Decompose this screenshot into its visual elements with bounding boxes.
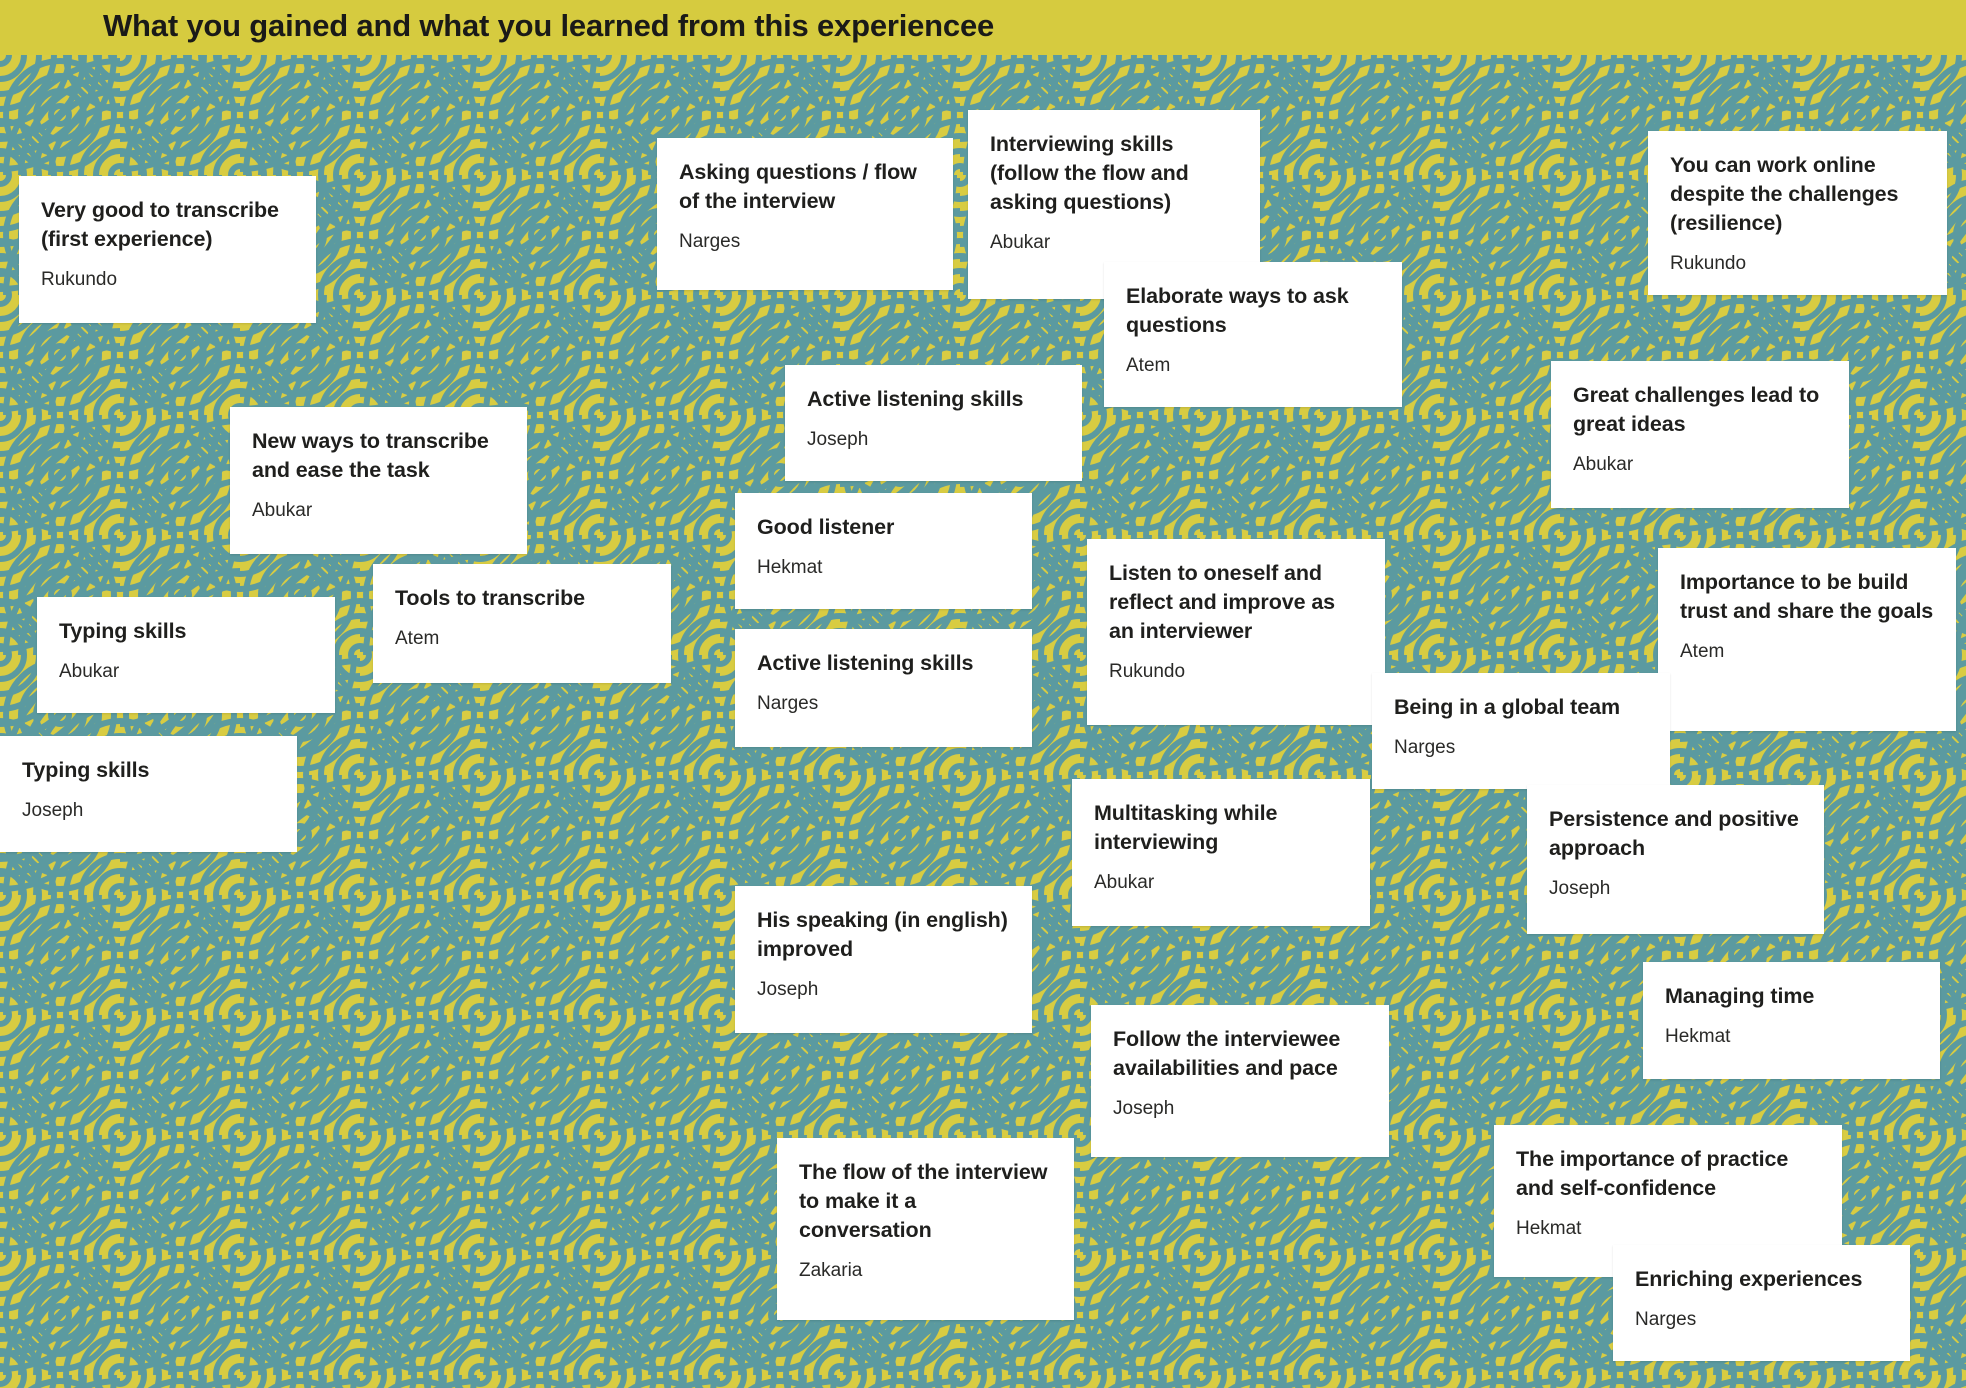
card-title: Listen to oneself and reflect and improv… — [1109, 561, 1336, 643]
card-author: Hekmat — [1665, 1026, 1731, 1047]
card-author: Abukar — [252, 500, 313, 521]
card-author: Atem — [1126, 355, 1171, 376]
card-author: Narges — [679, 231, 741, 252]
card-title: Managing time — [1665, 984, 1815, 1008]
card-author: Hekmat — [757, 557, 823, 578]
card-title: Asking questions / flow of the interview — [679, 160, 917, 213]
card-title: Very good to transcribe (first experienc… — [41, 198, 279, 251]
card-title: Multitasking while interviewing — [1094, 801, 1278, 854]
card-author: Atem — [1680, 641, 1725, 662]
card-author: Joseph — [1113, 1098, 1175, 1119]
card-title: His speaking (in english) improved — [757, 908, 1008, 961]
card-author: Joseph — [1549, 878, 1611, 899]
board-card[interactable]: Follow the interviewee availabilities an… — [1091, 1005, 1389, 1157]
card-author: Zakaria — [799, 1260, 863, 1281]
card-author: Joseph — [22, 800, 84, 821]
card-title: Great challenges lead to great ideas — [1573, 383, 1820, 436]
board-card[interactable]: The flow of the interview to make it a c… — [777, 1138, 1074, 1320]
card-author: Hekmat — [1516, 1218, 1582, 1239]
card-title: Active listening skills — [807, 387, 1024, 411]
card-author: Narges — [757, 693, 819, 714]
card-title: Elaborate ways to ask questions — [1126, 284, 1349, 337]
card-title: Typing skills — [22, 758, 150, 782]
card-title: Active listening skills — [757, 651, 974, 675]
board-card[interactable]: Very good to transcribe (first experienc… — [19, 176, 316, 323]
card-title: Importance to be build trust and share t… — [1680, 570, 1934, 623]
card-author: Atem — [395, 628, 440, 649]
card-title: Tools to transcribe — [395, 586, 586, 610]
board-card[interactable]: You can work online despite the challeng… — [1648, 131, 1947, 295]
card-author: Rukundo — [1670, 253, 1747, 274]
card-author: Abukar — [1094, 872, 1155, 893]
card-author: Joseph — [757, 979, 819, 1000]
card-author: Joseph — [807, 429, 869, 450]
card-title: The importance of practice and self-conf… — [1516, 1147, 1789, 1200]
board-card[interactable]: Importance to be build trust and share t… — [1658, 548, 1956, 731]
card-author: Abukar — [990, 232, 1051, 253]
card-title: Typing skills — [59, 619, 187, 643]
card-title: Follow the interviewee availabilities an… — [1113, 1027, 1341, 1080]
card-title: Being in a global team — [1394, 695, 1620, 719]
card-author: Narges — [1394, 737, 1456, 758]
card-author: Narges — [1635, 1309, 1697, 1330]
card-title: Good listener — [757, 515, 895, 539]
card-author: Abukar — [59, 661, 120, 682]
board-card[interactable]: Listen to oneself and reflect and improv… — [1087, 539, 1385, 725]
card-author: Rukundo — [1109, 661, 1186, 682]
board-card[interactable]: Asking questions / flow of the interview… — [657, 138, 953, 290]
card-title: Interviewing skills (follow the flow and… — [990, 132, 1189, 214]
card-title: New ways to transcribe and ease the task — [252, 429, 489, 482]
card-author: Abukar — [1573, 454, 1634, 475]
board-card[interactable]: New ways to transcribe and ease the task… — [230, 407, 527, 554]
card-author: Rukundo — [41, 269, 118, 290]
card-title: Enriching experiences — [1635, 1267, 1863, 1291]
page-title: What you gained and what you learned fro… — [103, 8, 995, 43]
card-title: You can work online despite the challeng… — [1670, 153, 1899, 235]
card-title: The flow of the interview to make it a c… — [799, 1160, 1048, 1242]
board-header-bar: What you gained and what you learned fro… — [0, 0, 1966, 55]
card-title: Persistence and positive approach — [1549, 807, 1799, 860]
